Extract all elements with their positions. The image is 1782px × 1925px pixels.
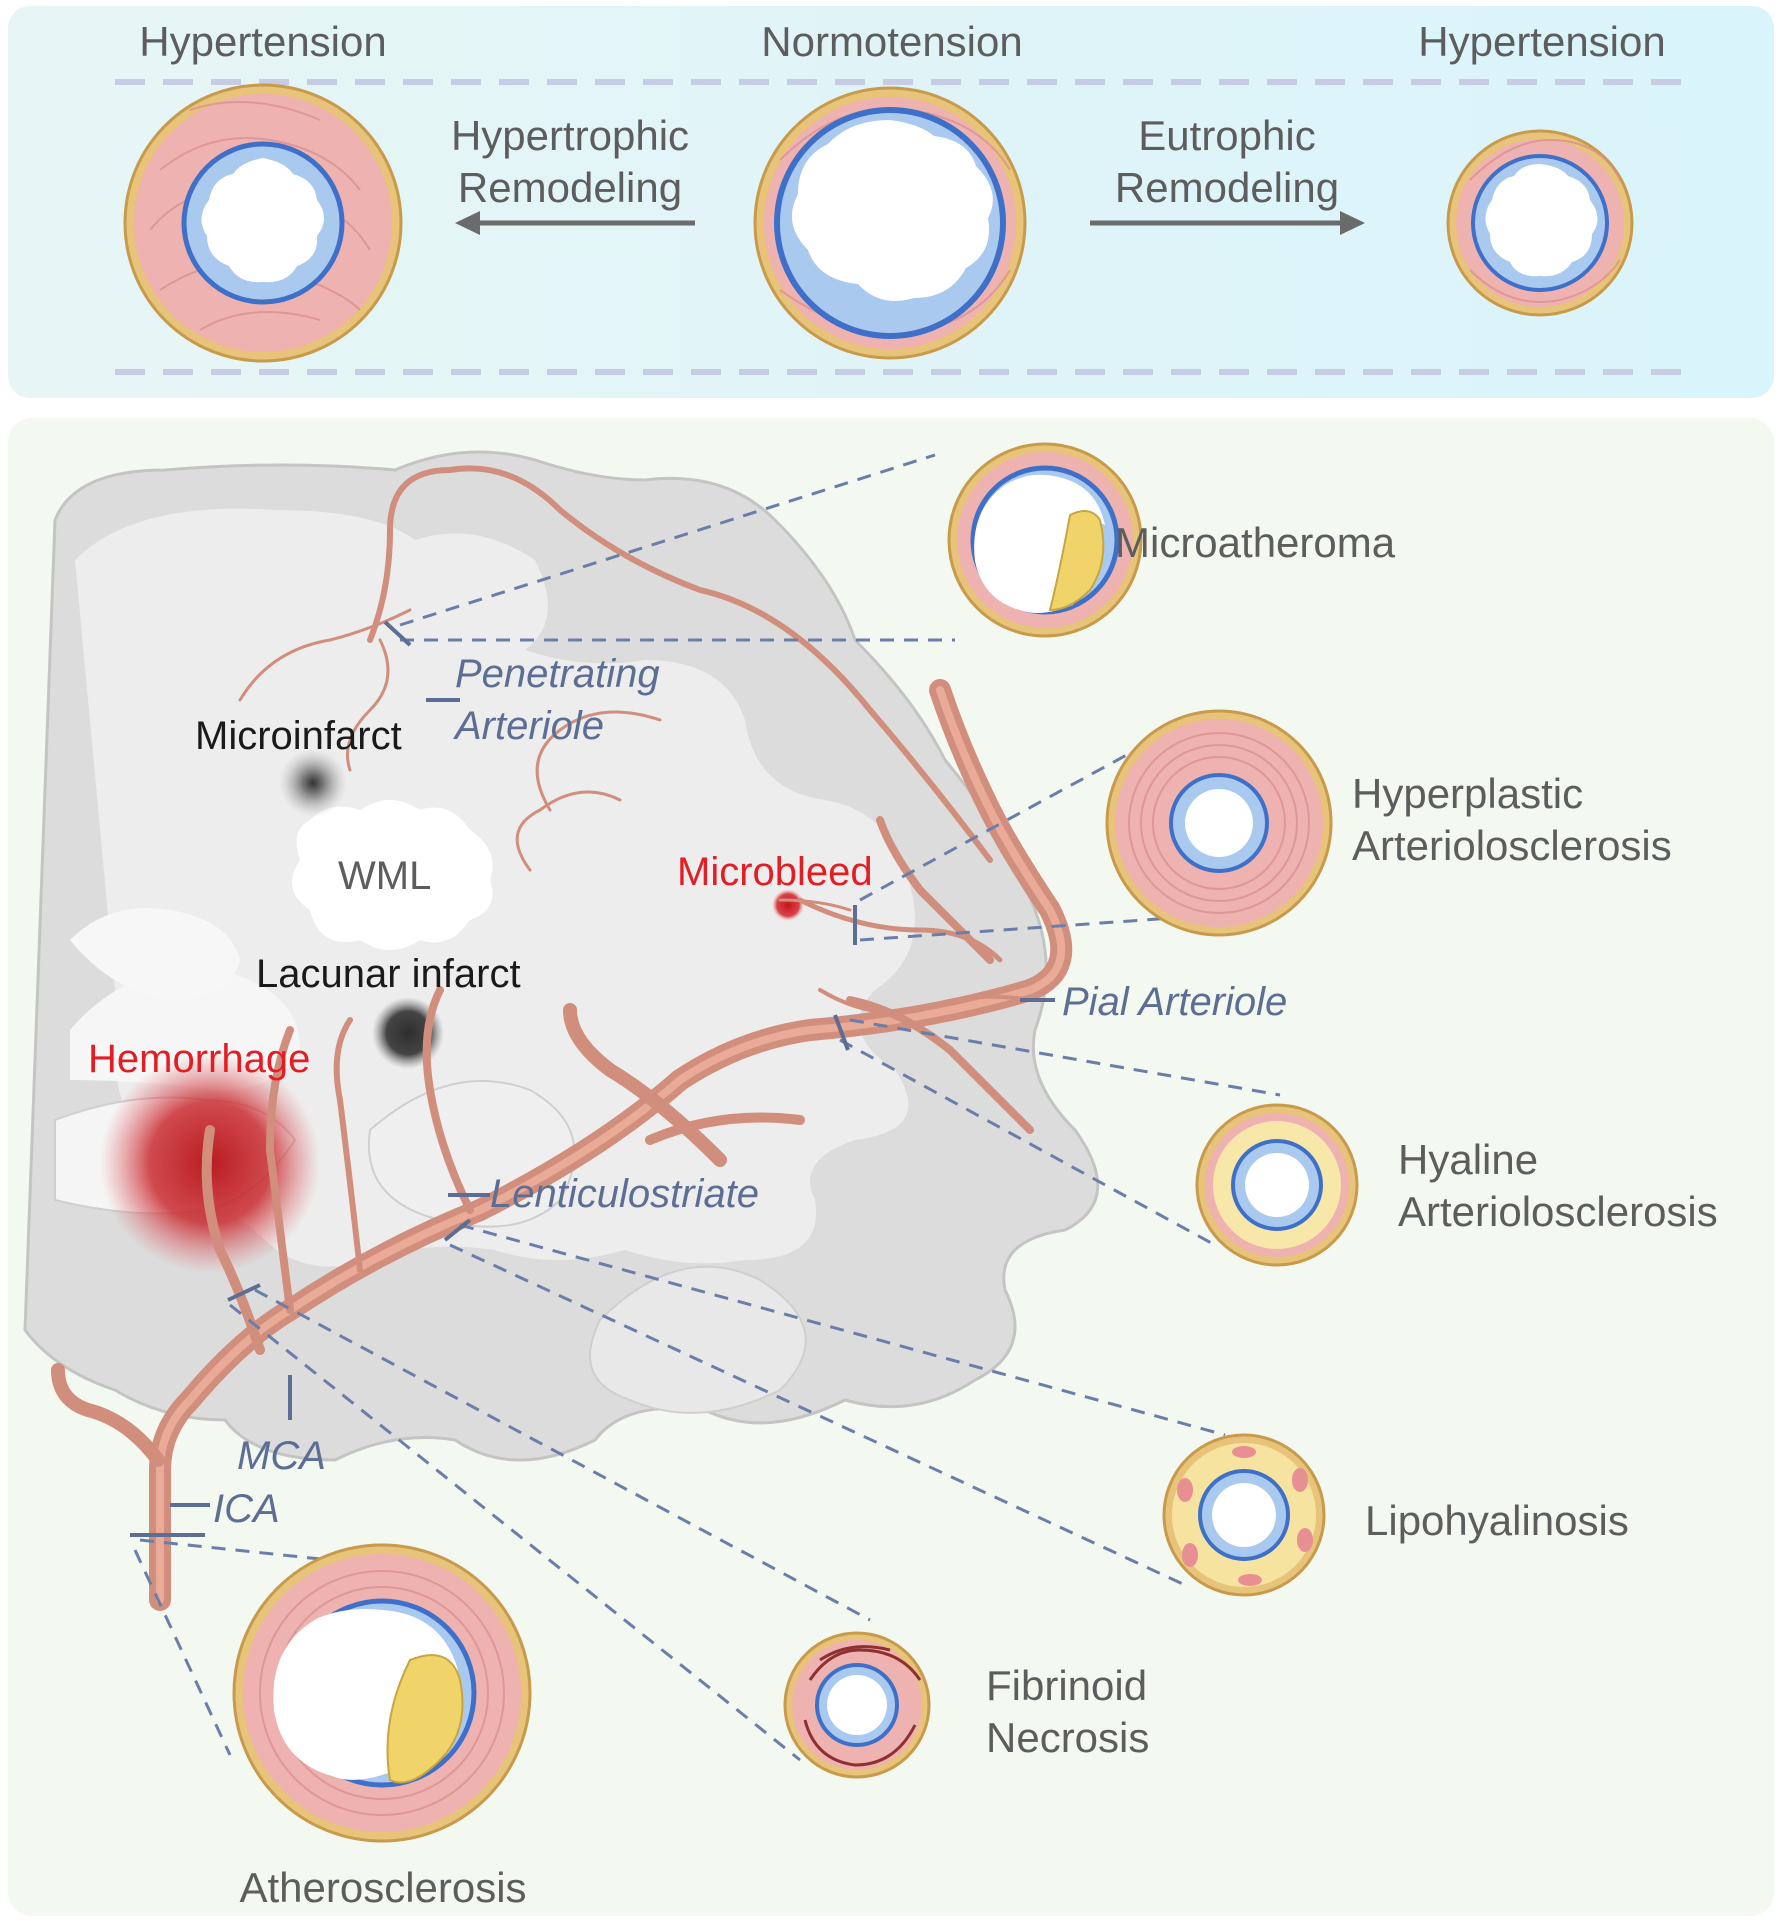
vessel-normotension xyxy=(753,86,1027,360)
microbleed-spot xyxy=(772,889,804,921)
arrow-hypertrophic xyxy=(455,211,695,235)
label-hypertrophic: Hypertrophic xyxy=(450,112,690,159)
label-atherosclerosis: Atherosclerosis xyxy=(239,1864,527,1911)
label-lacunar-infarct: Lacunar infarct xyxy=(256,952,521,996)
vessel-lipohyalinosis xyxy=(1162,1433,1326,1597)
label-hyaline-arteriolosclerosis: Arteriolosclerosis xyxy=(1398,1188,1718,1235)
label-microatheroma: Microatheroma xyxy=(1115,519,1396,566)
label-ica: ICA xyxy=(213,1487,280,1531)
label-normotension: Normotension xyxy=(761,18,1023,65)
label-arteriole: Arteriole xyxy=(455,704,604,748)
label-hyaline: Hyaline xyxy=(1398,1136,1539,1183)
label-microbleed: Microbleed xyxy=(677,850,873,894)
label-hemorrhage: Hemorrhage xyxy=(88,1037,311,1081)
label-hypertension-right: Hypertension xyxy=(1418,18,1666,65)
arrow-eutrophic xyxy=(1090,211,1365,235)
label-penetrating: Penetrating xyxy=(455,652,660,696)
label-eutrophic: Eutrophic xyxy=(1138,112,1316,159)
label-microinfarct: Microinfarct xyxy=(195,714,402,758)
label-lenticulostriate: Lenticulostriate xyxy=(490,1172,760,1216)
vessel-microatheroma xyxy=(947,442,1143,638)
label-hyperplastic: Hyperplastic xyxy=(1352,770,1584,817)
label-wml: WML xyxy=(338,854,432,898)
label-fibrinoid: Fibrinoid xyxy=(986,1662,1148,1709)
vessel-hypertrophic xyxy=(123,83,403,363)
label-eutrophic-remodeling: Remodeling xyxy=(1114,164,1340,211)
connector-lines xyxy=(133,453,1281,1762)
label-mca: MCA xyxy=(237,1434,326,1478)
microinfarct-spot xyxy=(279,749,347,817)
vessel-eutrophic xyxy=(1446,129,1634,317)
arterial-tree xyxy=(51,465,1073,1611)
label-lipohyalinosis: Lipohyalinosis xyxy=(1365,1497,1629,1544)
label-hypertension-left: Hypertension xyxy=(139,18,387,65)
vessel-hyaline xyxy=(1195,1103,1359,1267)
vessel-fibrinoid xyxy=(783,1631,931,1779)
label-hypertrophic-remodeling: Remodeling xyxy=(457,164,683,211)
label-fibrinoid-necrosis: Necrosis xyxy=(986,1714,1150,1761)
label-hyperplastic-arteriolosclerosis: Arteriolosclerosis xyxy=(1352,822,1672,869)
vessel-atherosclerosis xyxy=(232,1543,532,1843)
vessel-hyperplastic xyxy=(1105,709,1333,937)
label-pial-arteriole: Pial Arteriole xyxy=(1062,980,1288,1024)
cut-markers xyxy=(130,620,1055,1537)
wml-lesion xyxy=(292,800,493,950)
